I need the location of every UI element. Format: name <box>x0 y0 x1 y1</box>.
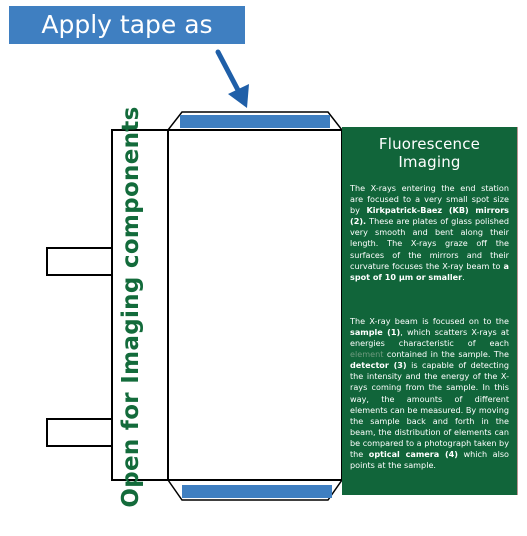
text-run: . <box>462 271 465 282</box>
text-run: a spot of 10 μm or smaller <box>350 260 509 282</box>
info-panel: Fluorescence Imaging The X-rays entering… <box>342 127 517 535</box>
bottom-flap <box>166 479 344 501</box>
panel-title: Fluorescence Imaging <box>378 135 481 171</box>
text-run: is capable of detecting the intensity an… <box>350 360 510 459</box>
top-flap <box>166 111 344 131</box>
paragraph-beamlines: Imaging beamlines at NSLS-II include HXN… <box>350 514 509 536</box>
text-run: These are plates of glass polished very … <box>350 216 509 271</box>
text-run: optical camera (4) <box>368 448 459 459</box>
side-label: Open for Imaging components <box>118 106 144 508</box>
text-run: detector (3) <box>350 360 407 371</box>
paragraph-sample-detector: The X-ray beam is focused on to the samp… <box>350 316 509 471</box>
tape-strip-top <box>180 115 330 128</box>
text-run: The X-ray beam is focused on to the <box>350 315 509 326</box>
text-run: contained in the sample. The <box>383 349 509 360</box>
tape-strip-bottom <box>182 485 332 498</box>
text-run: , which scatters X-rays at energies char… <box>350 326 509 349</box>
arrow-icon <box>215 49 249 108</box>
paragraph-kb-mirrors: The X-rays entering the end station are … <box>350 183 509 283</box>
text-run: element <box>350 349 384 360</box>
instruction-banner: Apply tape as shown <box>9 6 245 77</box>
text-run: The X-rays entering the end station are … <box>350 183 509 216</box>
text-run: Kirkpatrick-Baez (KB) mirrors (2). <box>350 205 509 227</box>
text-run: sample (1) <box>350 326 401 337</box>
text-run: which also points at the sample. <box>350 448 509 471</box>
